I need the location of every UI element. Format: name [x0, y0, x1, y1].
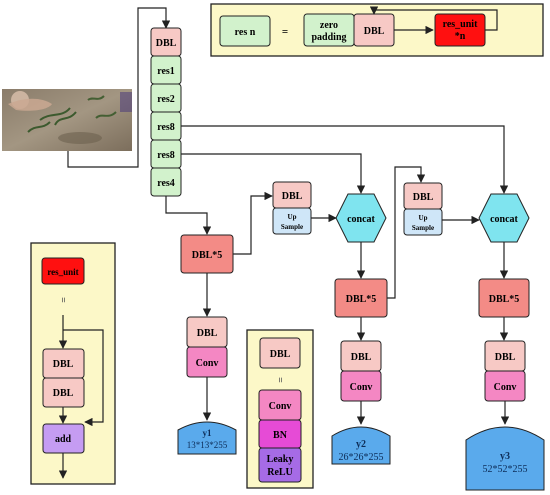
backbone-res8-a-label: res8	[157, 122, 175, 133]
branch2-dbl-label: DBL	[413, 192, 434, 203]
res-unit-dbl-1-label: DBL	[53, 359, 74, 370]
backbone-res2-label: res2	[157, 94, 175, 105]
head3-dbl-label: DBL	[495, 352, 516, 363]
res8a-to-concat2-arrow	[181, 125, 509, 194]
res4-to-dbl5-arrow	[165, 196, 212, 235]
head1-dbl5-label: DBL*5	[192, 250, 223, 261]
backbone-dbl-label: DBL	[156, 38, 177, 49]
output-y3-shape: 52*52*255	[483, 464, 528, 475]
legend-dbl-label: DBL	[364, 26, 385, 37]
input-to-backbone-arrow	[67, 7, 171, 168]
output-y2-label: y2	[356, 439, 366, 450]
output-y1	[177, 421, 237, 455]
concat1	[335, 193, 387, 243]
branch1-upsample-line2: Sample	[281, 223, 303, 231]
legend-res-n-label: res n	[235, 27, 256, 38]
head2-dbl-label: DBL	[351, 352, 372, 363]
backbone-res4-label: res4	[157, 178, 175, 189]
output-y2	[331, 426, 391, 465]
backbone-res8-b-label: res8	[157, 150, 175, 161]
output-y1-shape: 13*13*255	[187, 440, 228, 450]
output-y3	[465, 426, 545, 491]
head1-dbl-label: DBL	[197, 328, 218, 339]
legend-equals: =	[282, 26, 288, 38]
output-y1-label: y1	[203, 428, 213, 438]
head3-conv-label: Conv	[494, 382, 517, 393]
dbl-legend-dbl	[259, 337, 301, 369]
dbl-legend-leaky-relu	[258, 447, 302, 483]
branch2-upsample-line2: Sample	[412, 224, 434, 232]
branch2-upsample-line1: Up	[419, 214, 428, 222]
branch1-upsample-line1: Up	[288, 213, 297, 221]
legend-zero-padding-line1: zero	[320, 20, 338, 31]
res-unit-add-label: add	[55, 434, 72, 445]
dbl5-to-branch2-dbl-arrow	[387, 166, 426, 299]
legend-res-unit-n-line2: *n	[455, 31, 466, 42]
legend-zero-padding-line2: padding	[311, 32, 346, 43]
dbl-legend-equals: =	[274, 377, 285, 383]
branch1-upsample	[272, 207, 312, 235]
branch1-dbl-label: DBL	[282, 191, 303, 202]
res-unit-skip-arrow	[63, 329, 104, 427]
concat1-label: concat	[347, 214, 375, 225]
dbl-legend-conv-label: Conv	[269, 401, 292, 412]
res-unit-label: res_unit	[47, 267, 78, 277]
head2-dbl5-label: DBL*5	[346, 294, 377, 305]
res-unit-equals: =	[57, 297, 68, 303]
output-y3-label: y3	[500, 451, 510, 462]
head1-conv-label: Conv	[196, 358, 219, 369]
res8b-to-concat1-arrow	[181, 153, 366, 194]
res-unit-box	[41, 257, 85, 285]
concat2	[478, 193, 530, 243]
dbl-legend-leaky-line2: ReLU	[267, 467, 293, 478]
legend-res-unit-n-line1: res_unit	[443, 19, 478, 30]
dbl5-to-branch1-dbl-arrow	[233, 191, 273, 255]
head3-dbl5-label: DBL*5	[489, 294, 520, 305]
dbl-legend-bn-label: BN	[273, 430, 288, 441]
output-y2-shape: 26*26*255	[339, 452, 384, 463]
concat2-label: concat	[490, 214, 518, 225]
head2-conv-label: Conv	[350, 382, 373, 393]
legend-res-n-box	[219, 15, 271, 47]
backbone-res1-label: res1	[157, 66, 175, 77]
dbl-legend-dbl-label: DBL	[270, 349, 291, 360]
dbl-legend-leaky-line1: Leaky	[267, 454, 294, 465]
legend-loop-arrow	[369, 6, 498, 31]
res-unit-dbl-2-label: DBL	[53, 388, 74, 399]
branch2-upsample	[403, 208, 443, 236]
input-image	[2, 89, 132, 151]
